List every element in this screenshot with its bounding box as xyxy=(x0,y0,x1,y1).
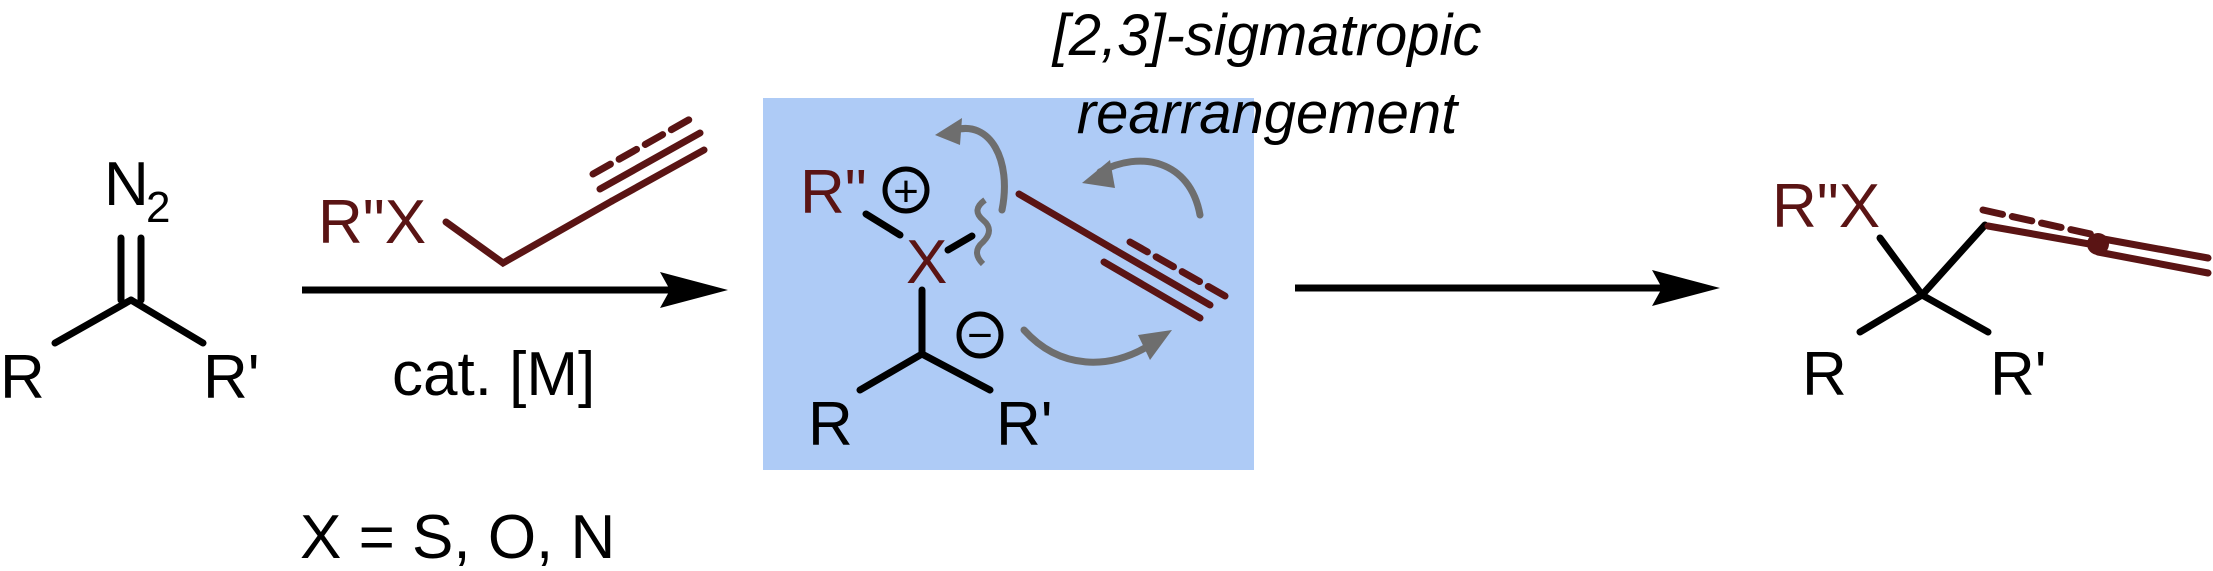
r-x-bond xyxy=(862,210,904,239)
c-r-bond xyxy=(856,350,926,394)
reagent-propargyl: R"X xyxy=(318,114,708,268)
curly-arrow-carbanion-head xyxy=(1138,330,1172,360)
reaction-arrow-2-head xyxy=(1652,270,1720,306)
x-label: X xyxy=(906,228,947,297)
minus-charge-sign: − xyxy=(967,311,993,360)
allene-solid-2 xyxy=(2094,234,2212,262)
heteroatom-note: X = S, O, N xyxy=(300,503,615,571)
c-x-bond xyxy=(1876,234,1926,299)
c-r-prime-bond xyxy=(918,350,994,394)
r-prime-label: R' xyxy=(203,343,260,412)
int-alkyne-solid-1 xyxy=(1111,246,1214,309)
allene-product: R"X R R' xyxy=(1772,172,2212,409)
sigmatropic-line1: [2,3]-sigmatropic xyxy=(1051,3,1482,68)
ch2-bond xyxy=(1015,190,1119,254)
alkyne-solid-2 xyxy=(596,129,704,193)
curly-arrow-alkyne-head xyxy=(1082,160,1115,188)
product-c-rprime-bond xyxy=(1918,291,1992,336)
ylide-intermediate: R" + X − R R' xyxy=(763,98,1254,470)
catalyst-label: cat. [M] xyxy=(392,340,595,409)
allene-dashed xyxy=(1979,206,2099,239)
wavy-break-line xyxy=(974,197,992,267)
bond-right xyxy=(127,296,207,347)
curly-arrow-carbanion xyxy=(1020,326,1154,366)
x-ch2-dashed xyxy=(944,232,976,254)
reaction-arrow-1-head xyxy=(660,272,728,308)
diazo-reactant: N 2 R R' xyxy=(0,150,260,412)
r-left-label: R xyxy=(0,343,45,412)
n2-label: N xyxy=(104,150,149,219)
reagent-rx-label: R"X xyxy=(318,188,426,257)
alkyne-dashed xyxy=(589,114,696,178)
r-double-prime-label: R" xyxy=(800,158,867,227)
product-rx-label: R"X xyxy=(1772,172,1880,241)
int-alkyne-dashed xyxy=(1126,238,1229,300)
allene-solid-1 xyxy=(1984,222,2099,249)
plus-charge-sign: + xyxy=(893,167,919,216)
curly-arrow-break-head xyxy=(935,118,962,145)
int-alkyne-solid-2 xyxy=(1100,258,1204,322)
alkyne-solid-1 xyxy=(608,146,708,205)
curly-arrow-alkyne xyxy=(1096,157,1204,219)
product-r-left-label: R xyxy=(1802,340,1847,409)
int-r-left-label: R xyxy=(808,390,853,459)
minus-charge-circle xyxy=(956,311,1004,359)
reagent-chain xyxy=(442,197,616,268)
plus-charge-circle xyxy=(882,166,930,214)
c-ch-bond xyxy=(1918,221,1989,299)
allene-solid-3 xyxy=(2094,248,2212,277)
sigmatropic-line2: rearrangement xyxy=(1077,81,1460,146)
product-c-r-bond xyxy=(1856,291,1926,336)
n2-subscript: 2 xyxy=(146,183,170,232)
bond-left xyxy=(51,296,135,347)
curly-arrow-break xyxy=(951,125,1008,214)
int-r-prime-label: R' xyxy=(996,390,1053,459)
product-r-prime-label: R' xyxy=(1990,340,2047,409)
